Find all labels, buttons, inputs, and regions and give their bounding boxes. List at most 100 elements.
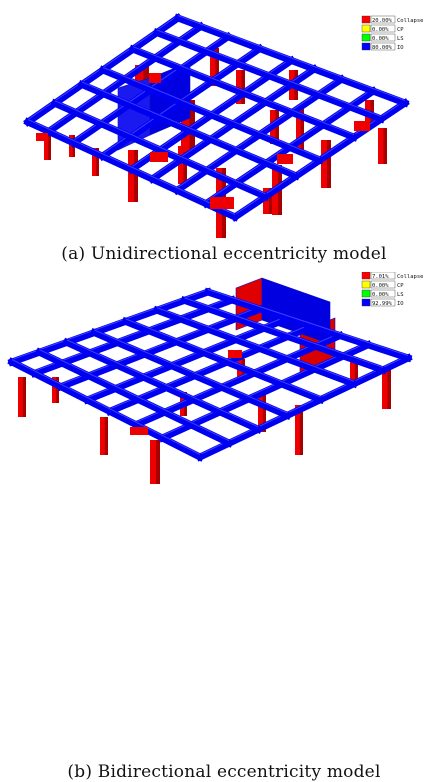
b-beam-y-4	[89, 328, 292, 421]
b-beam-y-7	[7, 357, 205, 462]
b-collapse-hinge-0	[130, 427, 148, 435]
b-column-2	[150, 440, 160, 484]
b-beam-x-2	[56, 304, 265, 392]
b-column-7-shade	[387, 367, 391, 409]
b-column-5	[295, 405, 303, 455]
b-beam-x-1-edge	[34, 296, 233, 372]
a-beam-y-5	[50, 98, 271, 202]
b-legend-label-3: IO	[397, 301, 404, 307]
b-column-6	[350, 357, 358, 385]
b-legend-swatch-1	[361, 280, 371, 289]
b-collapse-hinge-1	[228, 350, 242, 358]
b-legend-value-3: 92.99%	[372, 301, 393, 307]
b-beam-x-3	[82, 313, 293, 405]
a-column-6	[263, 188, 273, 214]
a-column-2	[92, 148, 99, 176]
b-beam-y-6	[34, 347, 234, 448]
a-legend-swatch-3	[361, 42, 371, 51]
a-legend-value-2: 0.00%	[372, 36, 389, 42]
a-legend-label-1: CP	[397, 27, 404, 33]
b-column-8-shade	[56, 377, 59, 403]
b-beam-y-3-edge	[125, 318, 321, 398]
b-beam-x-3-edge	[87, 315, 289, 398]
b-beam-y-5	[62, 337, 263, 434]
a-column-3-shade	[134, 150, 138, 202]
a-collapse-hinge-0	[149, 73, 161, 83]
a-column-0-shade	[48, 128, 51, 160]
b-column-0	[18, 377, 26, 417]
a-column-17-shade	[143, 65, 149, 83]
b-column-7	[382, 367, 391, 409]
a-column-4-shade	[183, 146, 187, 184]
a-column-6-shade	[269, 188, 273, 214]
b-column-4	[258, 392, 266, 432]
b-beam-y-3	[121, 316, 326, 405]
a-legend-swatch-0	[361, 15, 371, 24]
b-beam-x-4-edge	[109, 323, 313, 410]
caption-a: (a) Unidirectional eccentricity model	[61, 244, 387, 264]
a-collapse-hinge-5	[36, 133, 48, 141]
a-column-13-shade	[327, 140, 331, 188]
b-legend-value-2: 0.00%	[372, 292, 389, 298]
a-legend-value-3: 80.00%	[372, 45, 393, 51]
a-beam-y-2-edge	[132, 46, 355, 136]
b-column-1	[100, 417, 108, 455]
a-column-12-shade	[300, 108, 304, 150]
a-beam-y-4-edge	[81, 81, 297, 174]
a-collapse-hinge-3	[354, 121, 370, 131]
b-legend-label-1: CP	[397, 283, 404, 289]
b-beam-y-5-edge	[66, 339, 259, 428]
b-legend-value-box-3	[370, 298, 396, 307]
a-column-12	[296, 108, 304, 150]
caption-b: (b) Bidirectional eccentricity model	[67, 762, 381, 782]
a-legend-swatch-1	[361, 24, 371, 33]
a-beam-y-1	[152, 28, 386, 124]
a-beam-y-0	[173, 13, 410, 108]
a-column-14-shade	[383, 128, 387, 164]
b-beam-y-0	[203, 287, 413, 363]
b-beam-x-0-edge	[11, 289, 209, 360]
a-legend-swatch-2	[361, 33, 371, 42]
a-collapse-hinge-2	[150, 152, 168, 162]
a-legend-label-2: LS	[397, 36, 404, 42]
a-beam-y-1-edge	[156, 29, 382, 117]
b-column-5-shade	[299, 405, 303, 455]
a-column-10	[236, 70, 245, 104]
a-beam-y-3-edge	[102, 67, 321, 158]
b-column-4-shade	[262, 392, 266, 432]
a-beam-y-3	[98, 65, 325, 165]
beam-grid-a	[23, 13, 410, 222]
a-legend-value-box-1	[370, 24, 396, 33]
beam-grid-b	[7, 277, 413, 462]
a-column-2-shade	[96, 148, 99, 176]
b-beam-x-5-edge	[135, 332, 341, 423]
a-column-4	[178, 146, 187, 184]
b-column-0-shade	[22, 377, 26, 417]
a-collapse-hinge-1	[210, 197, 234, 209]
b-beam-x-7	[195, 353, 413, 462]
a-column-10-shade	[241, 70, 245, 104]
b-beam-x-6	[157, 340, 373, 443]
b-beam-x-1	[30, 295, 237, 378]
a-beam-y-6-edge	[27, 119, 236, 215]
b-beam-y-0-edge	[207, 289, 409, 356]
a-legend-value-box-2	[370, 33, 396, 42]
b-legend-swatch-3	[361, 298, 371, 307]
b-column-6-shade	[354, 357, 358, 385]
a-column-13	[321, 140, 331, 188]
b-beam-y-1	[180, 295, 388, 375]
a-legend-label-0: Collapse	[397, 18, 424, 24]
a-collapse-hinge-4	[277, 154, 293, 164]
b-column-1-shade	[104, 417, 108, 455]
b-beam-x-4	[105, 321, 317, 416]
b-legend-swatch-0	[361, 272, 371, 280]
b-legend-label-2: LS	[397, 292, 404, 298]
b-legend-value-1: 0.00%	[372, 283, 389, 289]
b-legend-label-0: Collapse	[397, 274, 424, 280]
